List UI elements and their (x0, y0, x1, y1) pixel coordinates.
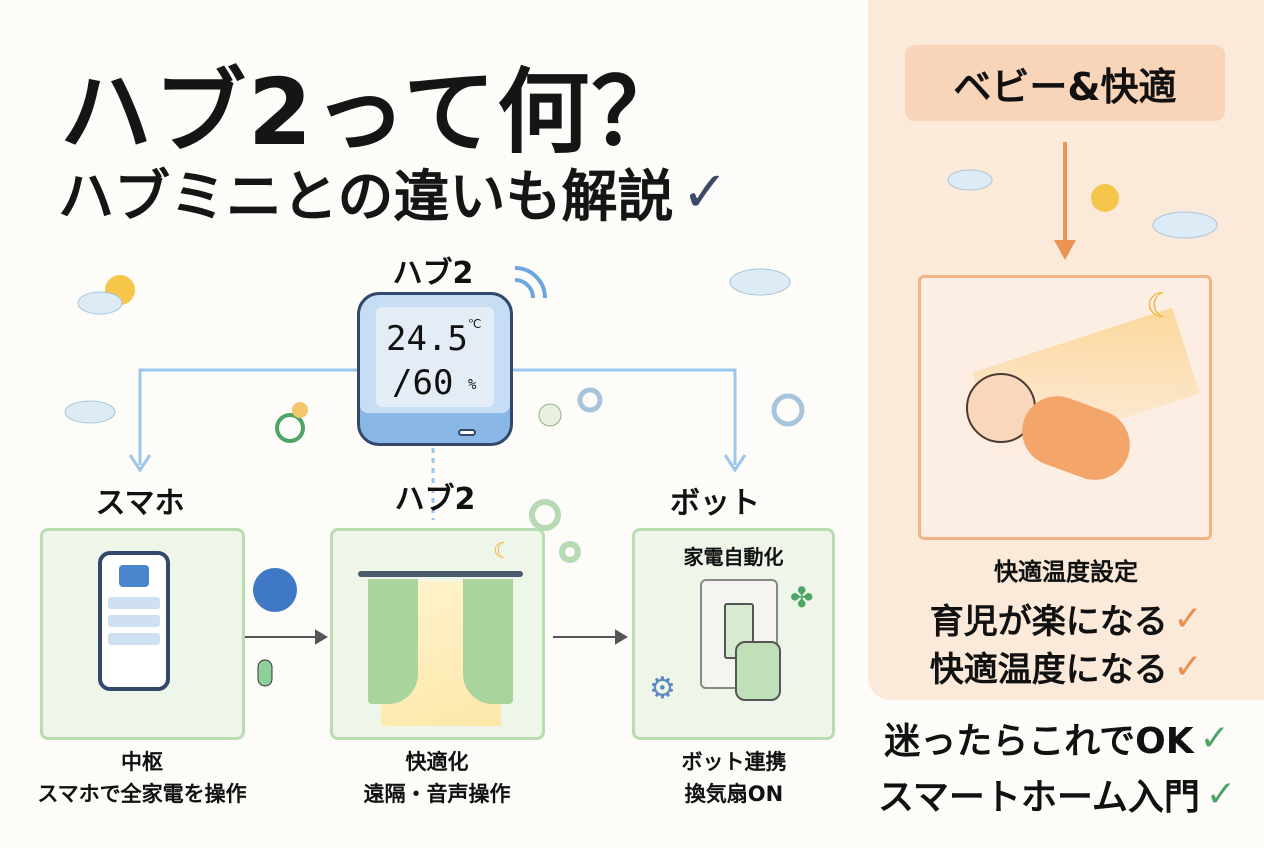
humidity-unit: % (468, 377, 477, 393)
line-to-phone (138, 368, 357, 465)
device-label: ハブ2 (392, 256, 474, 291)
check-icon: ✓ (1173, 598, 1203, 639)
check-icon: ✓ (1205, 773, 1236, 815)
page-subtitle: ハブミニとの違いも解説 ✓ (58, 152, 728, 233)
panel-label-phone: スマホ (95, 486, 185, 521)
bulb-icon (538, 403, 562, 427)
curtain-left (368, 579, 418, 704)
caption-text: 換気扇ON (684, 782, 784, 806)
baby-head (966, 373, 1036, 443)
decor-arrow (947, 142, 1218, 260)
device-led (458, 429, 476, 436)
hub2-device: 24.5 ℃ /60 % (357, 292, 513, 446)
benefit-item: 快適温度になる✓ (868, 642, 1264, 691)
summary-text: 迷ったらこれでOK (884, 721, 1194, 762)
baby-comfort-tag: ベビー&快適 (905, 45, 1225, 121)
microphone-icon (257, 659, 273, 687)
robot-hand-icon (735, 641, 781, 701)
panel-inner-title: 家電自動化 (683, 545, 784, 569)
page-title: ハブ2って何？ (60, 59, 686, 166)
curtain-right (463, 579, 513, 704)
subtitle-text: ハブミニとの違いも解説 (58, 165, 674, 230)
caption-text: スマホで全家電を操作 (37, 782, 247, 806)
line-to-bot (512, 368, 737, 465)
caption-title: 快適化 (405, 750, 469, 774)
gear-icon: ⚙ (649, 671, 676, 706)
gear-icon (529, 499, 581, 563)
globe-icon (253, 568, 297, 612)
curtain-rod (358, 571, 523, 577)
benefit-text: 育児が楽になる (929, 602, 1168, 642)
caption-title: 中枢 (121, 750, 163, 774)
caption-title: ボット連携 (681, 750, 787, 774)
benefit-text: 快適温度になる (929, 650, 1168, 690)
moon-icon: ☾ (1146, 286, 1177, 326)
summary-line: スマートホーム入門✓ (850, 768, 1264, 820)
humidity-value: /60 (392, 363, 454, 403)
panel-caption-phone: 中枢スマホで全家電を操作 (0, 746, 292, 810)
panel-label-hub: ハブ2 (394, 482, 476, 517)
panel-label-bot: ボット (670, 486, 760, 521)
moon-icon: ☾ (493, 539, 513, 564)
panel-phone (40, 528, 245, 740)
connector-lines (64, 266, 805, 687)
panel-caption-bot: ボット連携換気扇ON (584, 746, 884, 810)
pacifier-icon (275, 402, 308, 443)
comfort-setting-label: 快適温度設定 (994, 558, 1138, 586)
panel-bot: 家電自動化 ✤ ⚙ (632, 528, 835, 740)
cloud-icon (947, 169, 993, 191)
temperature-value: 24.5 (386, 319, 468, 359)
check-icon: ✓ (681, 160, 729, 225)
panel-hub: ☾ (330, 528, 545, 740)
summary-line: 迷ったらこれでOK✓ (850, 712, 1264, 764)
cloud-icon (64, 268, 791, 424)
cloud-icon (1152, 211, 1218, 239)
temperature-unit: ℃ (468, 317, 482, 331)
fan-icon: ✤ (790, 581, 814, 614)
check-icon: ✓ (1199, 717, 1230, 759)
device-screen: 24.5 ℃ /60 % (376, 307, 494, 407)
baby-illustration-frame: ☾ (918, 275, 1212, 540)
wifi-icon (514, 266, 547, 299)
sun-icon (1091, 184, 1119, 212)
benefit-item: 育児が楽になる✓ (868, 594, 1264, 643)
summary-text: スマートホーム入門 (877, 777, 1200, 818)
check-icon: ✓ (1173, 646, 1203, 687)
smartphone-illustration (98, 551, 170, 691)
gear-icon (577, 387, 805, 427)
caption-text: 遠隔・音声操作 (363, 782, 511, 806)
panel-caption-hub: 快適化遠隔・音声操作 (287, 746, 587, 810)
